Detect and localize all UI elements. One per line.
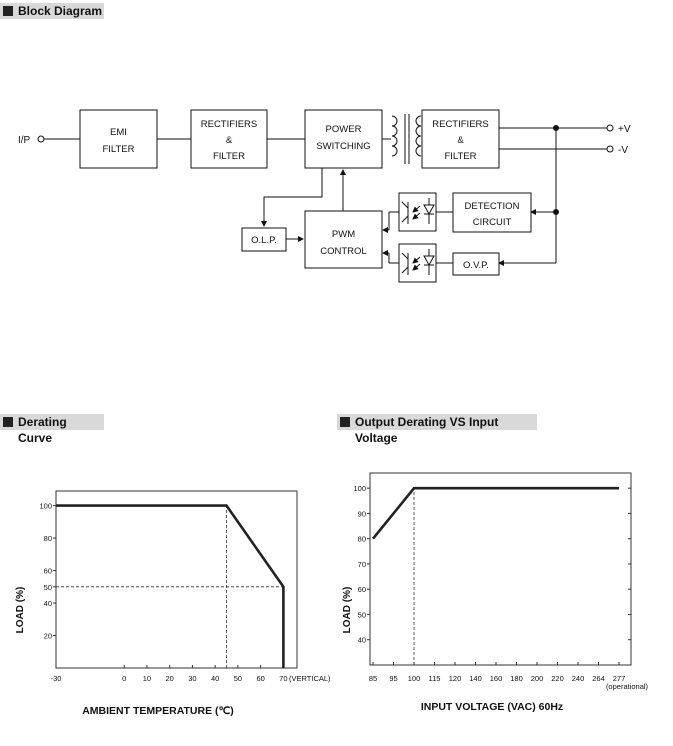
derating-y-tick-label: 40 bbox=[44, 599, 52, 608]
emi-filter-block bbox=[79, 109, 158, 169]
olp-label: O.L.P. bbox=[251, 235, 277, 246]
optocoupler-icon-2 bbox=[398, 243, 437, 283]
input-derating-x-ticks: 85 95 100 115 120 140 160 180 200 220 240 264 277 bbox=[369, 662, 625, 683]
derating-plot-frame bbox=[55, 490, 298, 669]
input-derating-y-tick-label: 100 bbox=[353, 484, 366, 493]
output-minus-label: -V bbox=[618, 145, 628, 156]
input-derating-x-tick-label: 264 bbox=[592, 674, 605, 683]
block-diagram: I/P EMI FILTER RECTIFIERS & FILTER POWER… bbox=[18, 109, 631, 283]
input-derating-y-tick-label: 60 bbox=[358, 585, 366, 594]
derating-x-tick-label: 30 bbox=[188, 674, 196, 683]
heading-square-icon bbox=[3, 417, 13, 427]
heading-square-icon bbox=[340, 417, 350, 427]
input-derating-x-tick-label: 95 bbox=[389, 674, 397, 683]
pwm-label-1: PWM bbox=[332, 229, 355, 240]
optocoupler-icon-1 bbox=[398, 192, 437, 232]
derating-y-tick-label: 20 bbox=[44, 632, 52, 641]
ip-terminal bbox=[37, 135, 45, 143]
input-derating-x-tick-label: 85 bbox=[369, 674, 377, 683]
input-derating-y-tick-label: 90 bbox=[358, 509, 366, 518]
detection-label-2: CIRCUIT bbox=[473, 217, 512, 228]
input-derating-x-tick-label: 180 bbox=[510, 674, 523, 683]
input-derating-x-tick-label: 200 bbox=[531, 674, 544, 683]
ovp-block bbox=[452, 252, 500, 276]
input-derating-y-tick-label: 50 bbox=[358, 610, 366, 619]
derating-x-tick-label: 10 bbox=[143, 674, 151, 683]
derating-y-tick-label: 100 bbox=[39, 502, 52, 511]
input-derating-x-tick-label: 120 bbox=[449, 674, 462, 683]
input-derating-y-tick-label: 70 bbox=[358, 560, 366, 569]
input-derating-x-tick-label: 140 bbox=[469, 674, 482, 683]
input-derating-y-ticks: 100 90 80 70 60 50 40 bbox=[353, 484, 631, 645]
rectifier2-label-1: RECTIFIERS bbox=[432, 119, 488, 130]
input-derating-x-tick-label: 220 bbox=[551, 674, 564, 683]
rectifier2-label-3: FILTER bbox=[444, 151, 476, 162]
input-derating-title: Output Derating VS Input Voltage bbox=[355, 415, 499, 445]
emi-filter-label-2: FILTER bbox=[102, 144, 134, 155]
input-derating-x-note: (operational) bbox=[606, 682, 649, 691]
derating-x-tick-label: 70 bbox=[279, 674, 287, 683]
derating-x-tick-label: -30 bbox=[51, 674, 62, 683]
derating-reference-lines bbox=[56, 505, 284, 668]
input-derating-y-axis-label: LOAD (%) bbox=[342, 587, 353, 634]
derating-x-ticks: -30 0 10 20 30 40 50 60 70 bbox=[51, 665, 288, 683]
derating-title: Derating Curve bbox=[18, 415, 67, 445]
block-diagram-title: Block Diagram bbox=[18, 4, 103, 18]
power-switching-label-1: POWER bbox=[326, 124, 362, 135]
input-derating-x-tick-label: 240 bbox=[572, 674, 585, 683]
ovp-label: O.V.P. bbox=[463, 260, 489, 271]
input-derating-x-tick-label: 277 bbox=[613, 674, 626, 683]
derating-x-tick-label: 0 bbox=[122, 674, 126, 683]
pwm-control-block bbox=[304, 210, 383, 269]
derating-x-tick-label: 20 bbox=[166, 674, 174, 683]
emi-filter-label-1: EMI bbox=[110, 127, 127, 138]
derating-x-tick-label: 60 bbox=[256, 674, 264, 683]
input-derating-plot-frame bbox=[369, 472, 632, 666]
derating-heading: Derating Curve bbox=[0, 414, 104, 445]
derating-y-tick-label: 80 bbox=[44, 534, 52, 543]
rectifier1-label-1: RECTIFIERS bbox=[201, 119, 257, 130]
rectifier-filter-block-2 bbox=[421, 109, 500, 169]
derating-x-tick-label: 40 bbox=[211, 674, 219, 683]
power-switching-block bbox=[304, 109, 383, 169]
block-diagram-heading: Block Diagram bbox=[0, 3, 104, 19]
rectifier2-label-2: & bbox=[457, 135, 464, 146]
rectifier1-label-3: FILTER bbox=[213, 151, 245, 162]
derating-y-axis-label: LOAD (%) bbox=[15, 587, 26, 634]
pwm-label-2: CONTROL bbox=[320, 246, 366, 257]
derating-curve-line bbox=[56, 504, 285, 668]
input-derating-x-tick-label: 115 bbox=[429, 674, 441, 683]
detection-circuit-block bbox=[452, 192, 532, 233]
output-terminal-plus bbox=[606, 124, 614, 132]
input-derating-curve-line bbox=[371, 486, 619, 540]
detection-label-1: DETECTION bbox=[465, 201, 520, 212]
rectifier-filter-block-1 bbox=[190, 109, 268, 169]
power-switching-label-2: SWITCHING bbox=[316, 141, 370, 152]
input-derating-y-tick-label: 40 bbox=[358, 636, 366, 645]
derating-chart: 100 80 60 50 40 20 -30 0 10 20 30 40 50 60 70 (VERTIC… bbox=[15, 490, 331, 717]
input-derating-heading: Output Derating VS Input Voltage bbox=[337, 414, 537, 445]
input-derating-x-tick-label: 160 bbox=[490, 674, 503, 683]
derating-x-note: (VERTICAL) bbox=[289, 674, 331, 683]
derating-y-ticks: 100 80 60 50 40 20 bbox=[39, 502, 56, 641]
transformer-symbol bbox=[391, 114, 422, 164]
output-terminal-minus bbox=[606, 145, 614, 153]
input-derating-x-tick-label: 100 bbox=[408, 674, 421, 683]
derating-y-tick-label: 50 bbox=[44, 583, 52, 592]
input-derating-chart: 100 90 80 70 60 50 40 85 95 100 115 120 140 160 180 20… bbox=[342, 472, 649, 713]
rectifier1-label-2: & bbox=[226, 135, 233, 146]
ip-label: I/P bbox=[18, 135, 31, 146]
input-derating-x-axis-label: INPUT VOLTAGE (VAC) 60Hz bbox=[421, 701, 563, 713]
derating-x-tick-label: 50 bbox=[234, 674, 242, 683]
output-plus-label: +V bbox=[618, 124, 631, 135]
input-derating-y-tick-label: 80 bbox=[358, 535, 366, 544]
heading-square-icon bbox=[3, 6, 13, 16]
derating-x-axis-label: AMBIENT TEMPERATURE (℃) bbox=[82, 705, 234, 717]
derating-y-tick-label: 60 bbox=[44, 567, 52, 576]
